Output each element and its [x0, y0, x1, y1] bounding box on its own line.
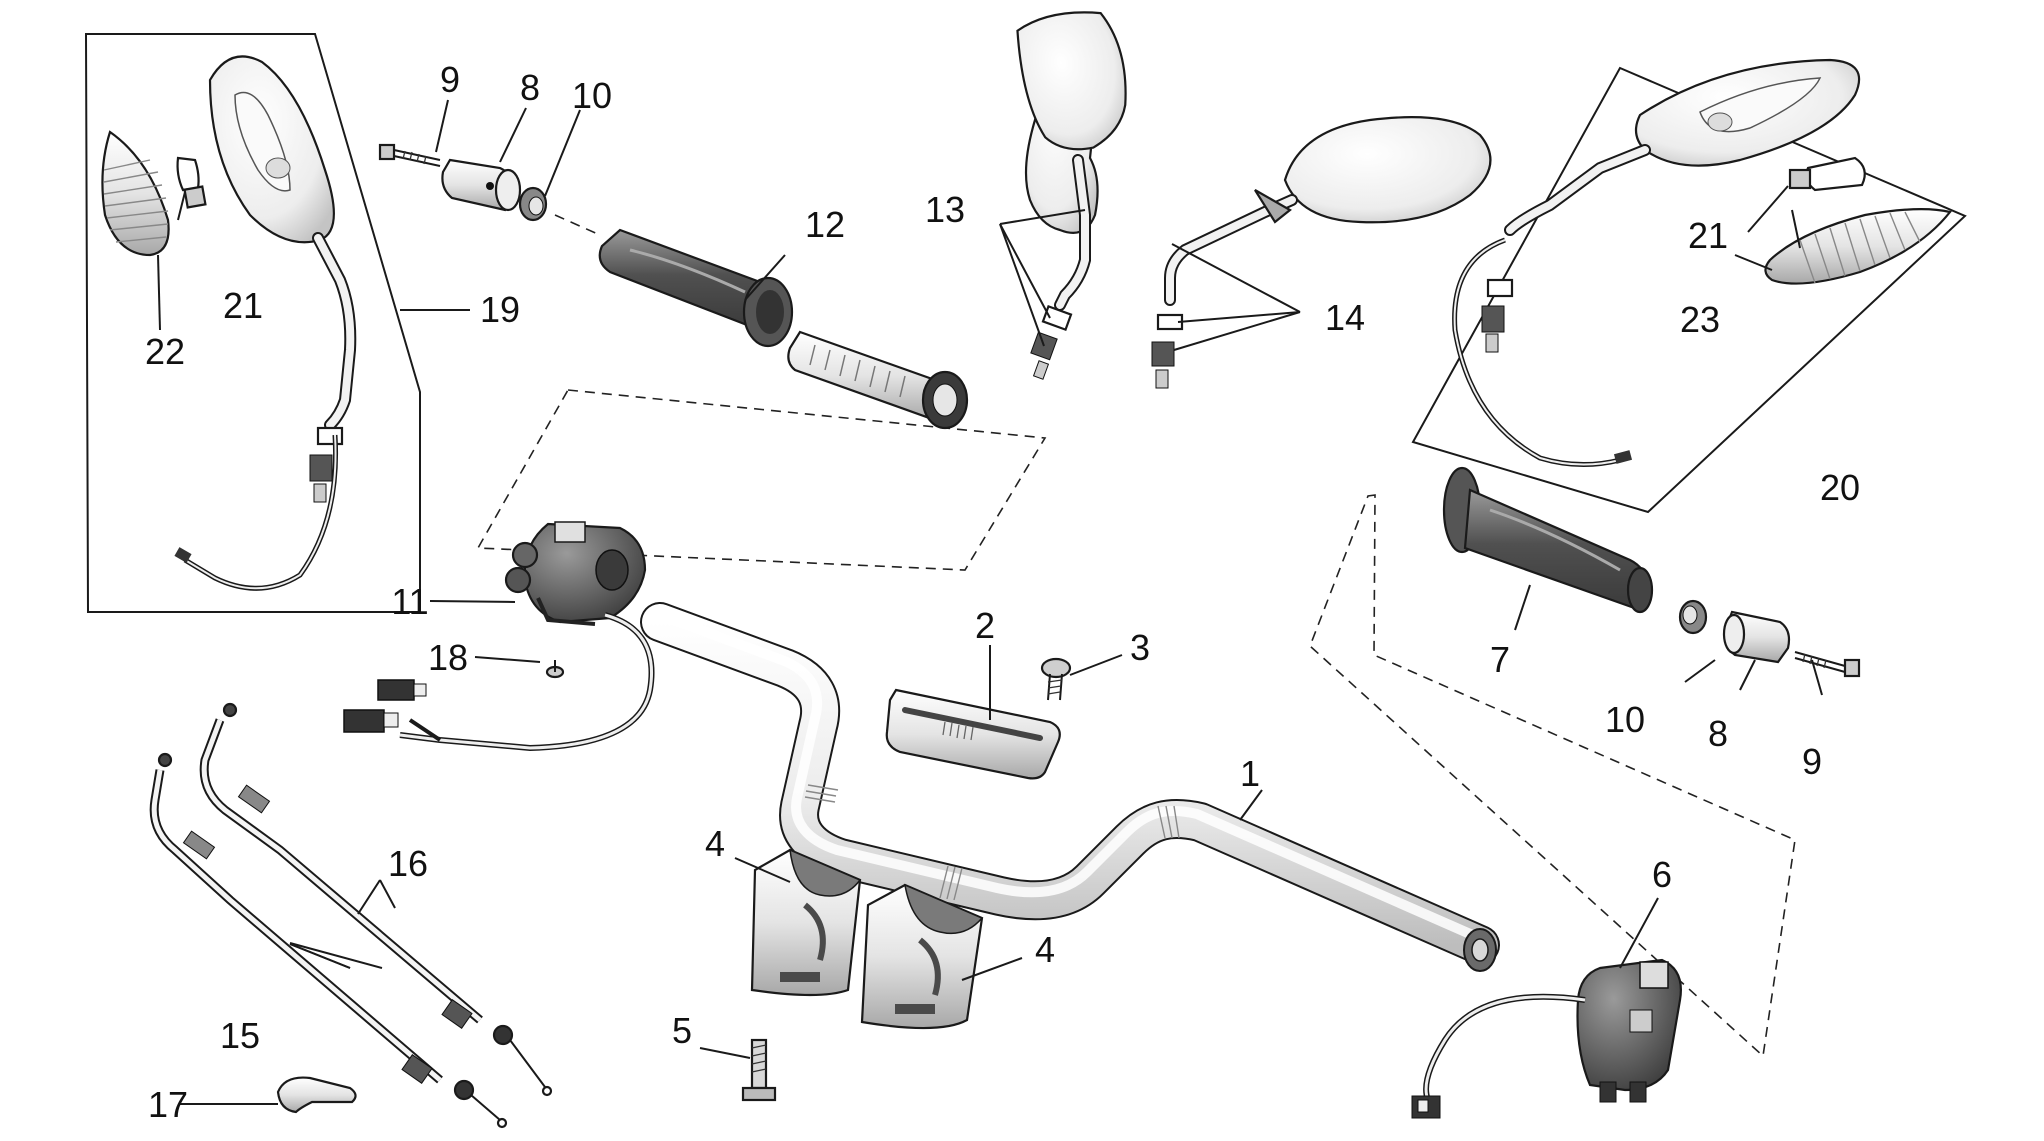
callout-5: 5 [672, 1010, 692, 1051]
callout-8-left: 8 [520, 67, 540, 108]
callout-6: 6 [1652, 854, 1672, 895]
cable-bracket-part [276, 1076, 357, 1114]
callout-9-left: 9 [440, 59, 460, 100]
group-box-left-mirror [84, 33, 421, 613]
left-switch-housing-part [504, 521, 647, 626]
callout-21-left: 21 [223, 285, 263, 326]
throttle-grip-part [598, 228, 794, 348]
handlebar-tube [640, 602, 1500, 972]
mirror-14-part [1151, 116, 1492, 389]
callout-18: 18 [428, 637, 468, 678]
callout-19: 19 [480, 289, 520, 330]
callout-21-right: 21 [1688, 215, 1728, 256]
callout-7: 7 [1490, 639, 1510, 680]
right-bulb-part [1788, 156, 1866, 192]
right-switch-housing-part [1411, 958, 1682, 1119]
dashed-box-right-grip-switch [1309, 494, 1796, 1058]
callout-14: 14 [1325, 297, 1365, 338]
callout-13: 13 [925, 189, 965, 230]
callout-4-left: 4 [705, 823, 725, 864]
right-mirror-20-part [1452, 58, 1861, 467]
right-grip-part [1442, 466, 1654, 614]
callout-12: 12 [805, 204, 845, 245]
callout-8-right: 8 [1708, 713, 1728, 754]
mirror-13-part [1016, 11, 1127, 380]
callout-3: 3 [1130, 627, 1150, 668]
left-switch-wiring [343, 612, 655, 752]
callout-9-right: 9 [1802, 741, 1822, 782]
clamp-screw-part [1040, 657, 1072, 701]
throttle-cables-part [149, 702, 553, 1129]
upper-clamp-part [885, 688, 1061, 780]
throttle-tube-part [787, 330, 969, 430]
left-bar-end-weight-part [441, 158, 522, 212]
right-bar-end-bush-part [1678, 599, 1708, 635]
right-bar-end-weight-part [1722, 610, 1791, 664]
callout-10-right: 10 [1605, 699, 1645, 740]
callout-23: 23 [1680, 299, 1720, 340]
left-bulb-part [176, 156, 207, 209]
callout-1: 1 [1240, 753, 1260, 794]
riser-bolt-part [741, 1038, 777, 1102]
callout-10-left: 10 [572, 75, 612, 116]
callout-11: 11 [391, 581, 428, 622]
leader-dashed-bar-end [554, 214, 601, 236]
callout-2: 2 [975, 605, 995, 646]
callout-17: 17 [148, 1084, 188, 1125]
callout-20: 20 [1820, 467, 1860, 508]
left-turn-lens-part [101, 130, 170, 257]
right-turn-lens-part [1764, 208, 1952, 285]
callout-4-right: 4 [1035, 929, 1055, 970]
dashed-box-throttle-grip [476, 389, 1047, 571]
left-bar-end-screw-part [378, 143, 441, 167]
callout-22: 22 [145, 331, 185, 372]
leader-lines [157, 99, 1823, 1105]
callout-15: 15 [220, 1015, 260, 1056]
left-mirror-19-part [174, 55, 357, 591]
left-bar-end-bush-part [518, 186, 548, 222]
right-bar-end-screw-part [1794, 651, 1861, 678]
riser-left-part [750, 848, 862, 997]
riser-right-part [860, 883, 984, 1030]
switch-screw-part [545, 660, 565, 679]
callout-16: 16 [388, 843, 428, 884]
